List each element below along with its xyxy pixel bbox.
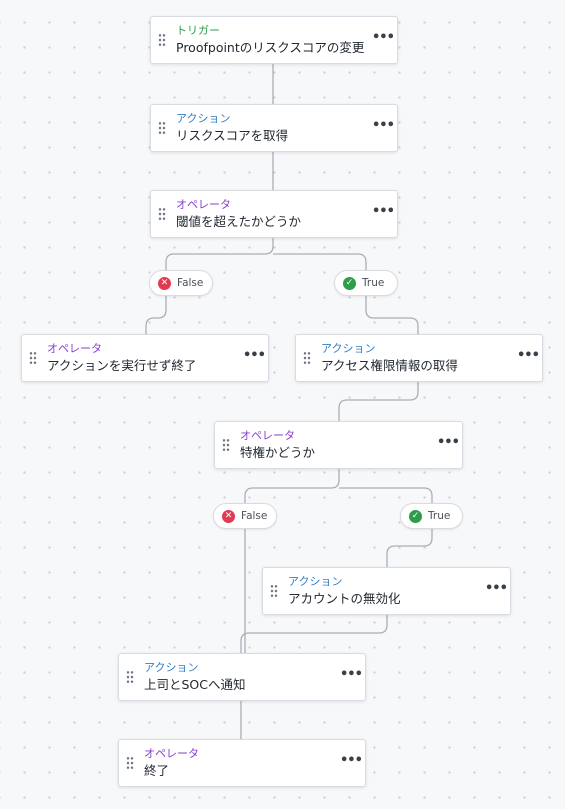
- node-type-label: アクション: [144, 661, 199, 674]
- branch-label: True: [362, 277, 385, 289]
- node-title: アカウントの無効化: [288, 591, 401, 606]
- node-title: アクションを実行せず終了: [47, 358, 197, 373]
- branch-label: False: [177, 277, 204, 289]
- drag-handle-icon[interactable]: [126, 670, 134, 684]
- node-get-risk-score[interactable]: アクション リスクスコアを取得 •••: [150, 104, 398, 152]
- node-title: リスクスコアを取得: [176, 128, 289, 143]
- more-icon[interactable]: •••: [243, 348, 266, 363]
- connector-threshold-split: [165, 238, 367, 270]
- more-icon[interactable]: •••: [372, 118, 395, 133]
- drag-handle-icon[interactable]: [29, 351, 37, 365]
- node-trigger[interactable]: トリガー Proofpointのリスクスコアの変更 •••: [150, 16, 398, 64]
- x-circle-icon: ✕: [222, 510, 235, 523]
- branch-label: False: [241, 510, 268, 522]
- node-title: Proofpointのリスクスコアの変更: [176, 40, 365, 55]
- node-type-label: オペレータ: [240, 429, 295, 442]
- branch-chip-threshold-false[interactable]: ✕ False: [149, 270, 213, 296]
- branch-chip-threshold-true[interactable]: ✓ True: [334, 270, 398, 296]
- drag-handle-icon[interactable]: [158, 33, 166, 47]
- drag-handle-icon[interactable]: [158, 121, 166, 135]
- connector-disable-to-notify: [240, 615, 388, 653]
- check-circle-icon: ✓: [409, 510, 422, 523]
- more-icon[interactable]: •••: [340, 667, 363, 682]
- branch-label: True: [428, 510, 451, 522]
- drag-handle-icon[interactable]: [158, 207, 166, 221]
- node-type-label: トリガー: [176, 24, 220, 37]
- connector-privileged-true-to-disable: [386, 529, 433, 567]
- check-circle-icon: ✓: [343, 277, 356, 290]
- node-end[interactable]: オペレータ 終了 •••: [118, 739, 366, 787]
- more-icon[interactable]: •••: [485, 581, 508, 596]
- node-title: アクセス権限情報の取得: [321, 358, 458, 373]
- node-title: 上司とSOCへ通知: [144, 677, 246, 692]
- connector-get-access-to-privileged: [338, 382, 419, 421]
- x-circle-icon: ✕: [158, 277, 171, 290]
- node-type-label: オペレータ: [176, 198, 231, 211]
- node-type-label: アクション: [176, 112, 231, 125]
- branch-chip-privileged-false[interactable]: ✕ False: [213, 503, 277, 529]
- more-icon[interactable]: •••: [517, 348, 540, 363]
- node-title: 閾値を超えたかどうか: [176, 214, 302, 229]
- node-end-without-action[interactable]: オペレータ アクションを実行せず終了 •••: [21, 334, 269, 382]
- more-icon[interactable]: •••: [437, 435, 460, 450]
- more-icon[interactable]: •••: [372, 204, 395, 219]
- node-get-access-rights[interactable]: アクション アクセス権限情報の取得 •••: [295, 334, 543, 382]
- drag-handle-icon[interactable]: [303, 351, 311, 365]
- node-notify-manager-soc[interactable]: アクション 上司とSOCへ通知 •••: [118, 653, 366, 701]
- node-title: 終了: [144, 763, 170, 778]
- drag-handle-icon[interactable]: [222, 438, 230, 452]
- node-disable-account[interactable]: アクション アカウントの無効化 •••: [262, 567, 511, 615]
- node-type-label: アクション: [321, 342, 376, 355]
- node-type-label: オペレータ: [144, 747, 199, 760]
- node-type-label: アクション: [288, 575, 343, 588]
- node-title: 特権かどうか: [240, 445, 316, 460]
- more-icon[interactable]: •••: [340, 753, 363, 768]
- branch-chip-privileged-true[interactable]: ✓ True: [400, 503, 463, 529]
- connector-privileged-split: [244, 469, 433, 503]
- drag-handle-icon[interactable]: [126, 756, 134, 770]
- node-threshold-check[interactable]: オペレータ 閾値を超えたかどうか •••: [150, 190, 398, 238]
- node-privileged-check[interactable]: オペレータ 特権かどうか •••: [214, 421, 463, 469]
- node-type-label: オペレータ: [47, 342, 102, 355]
- connector-true-to-get-access: [365, 296, 419, 334]
- connector-false-to-end-no-action: [145, 296, 167, 334]
- drag-handle-icon[interactable]: [270, 584, 278, 598]
- more-icon[interactable]: •••: [372, 30, 395, 45]
